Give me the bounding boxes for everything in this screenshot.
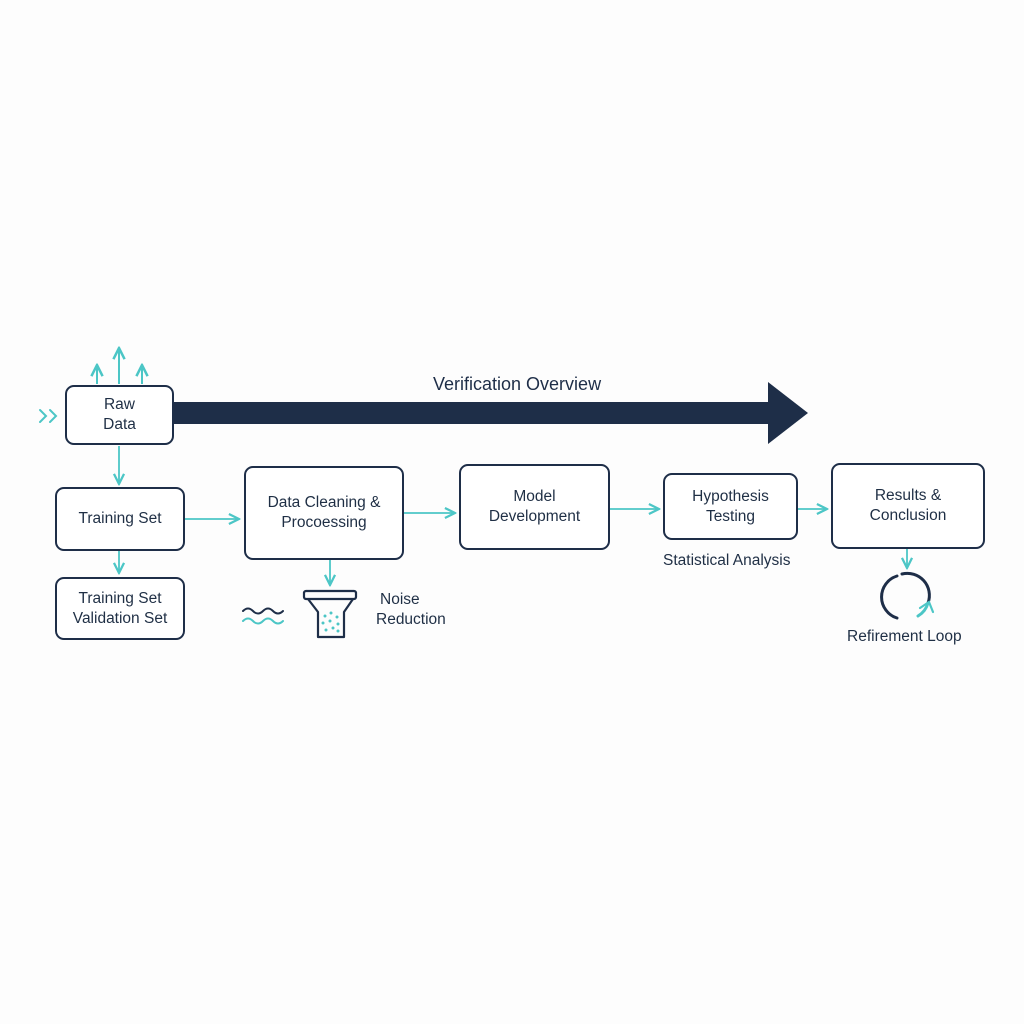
node-results-line2: Conclusion <box>869 507 947 524</box>
node-training-validation-set: Training Set Validation Set <box>55 577 185 640</box>
node-raw-data-line2: Data <box>103 416 136 433</box>
label-noise-line2: Reduction <box>376 611 446 628</box>
label-noise-line1: Noise <box>380 591 420 608</box>
node-results-conclusion: Results & Conclusion <box>831 463 985 549</box>
node-data-cleaning-line1: Data Cleaning & <box>267 494 381 511</box>
node-raw-data: Raw Data <box>65 385 174 445</box>
chevron-double-right-icon <box>39 409 58 423</box>
node-hypothesis-testing: Hypothesis Testing <box>663 473 798 540</box>
node-training-set: Training Set <box>55 487 185 551</box>
overview-arrow <box>172 382 808 444</box>
filter-funnel-icon <box>302 589 358 639</box>
node-data-cleaning-line2: Procoessing <box>281 514 367 531</box>
label-noise-reduction: Noise Reduction <box>376 590 446 630</box>
node-train-valid-line1: Training Set <box>78 589 162 607</box>
raw-data-output-arrows <box>97 348 142 384</box>
node-results-line1: Results & <box>874 487 942 504</box>
node-model-line2: Development <box>488 508 581 525</box>
node-training-set-label: Training Set <box>78 510 162 527</box>
connectors <box>119 446 907 585</box>
refresh-loop-icon <box>880 571 935 620</box>
node-data-cleaning: Data Cleaning & Procoessing <box>244 466 404 560</box>
node-raw-data-line1: Raw <box>103 396 135 413</box>
node-model-line1: Model <box>513 488 556 505</box>
node-hypothesis-line2: Testing <box>705 507 756 525</box>
wave-icon <box>242 607 284 625</box>
node-hypothesis-line1: Hypothesis <box>692 487 769 505</box>
node-model-development: Model Development <box>459 464 610 550</box>
label-refinement-loop: Refirement Loop <box>847 628 962 645</box>
node-train-valid-line2: Validation Set <box>72 609 168 627</box>
label-statistical-analysis: Statistical Analysis <box>663 552 791 569</box>
diagram-title: Verification Overview <box>433 374 602 394</box>
